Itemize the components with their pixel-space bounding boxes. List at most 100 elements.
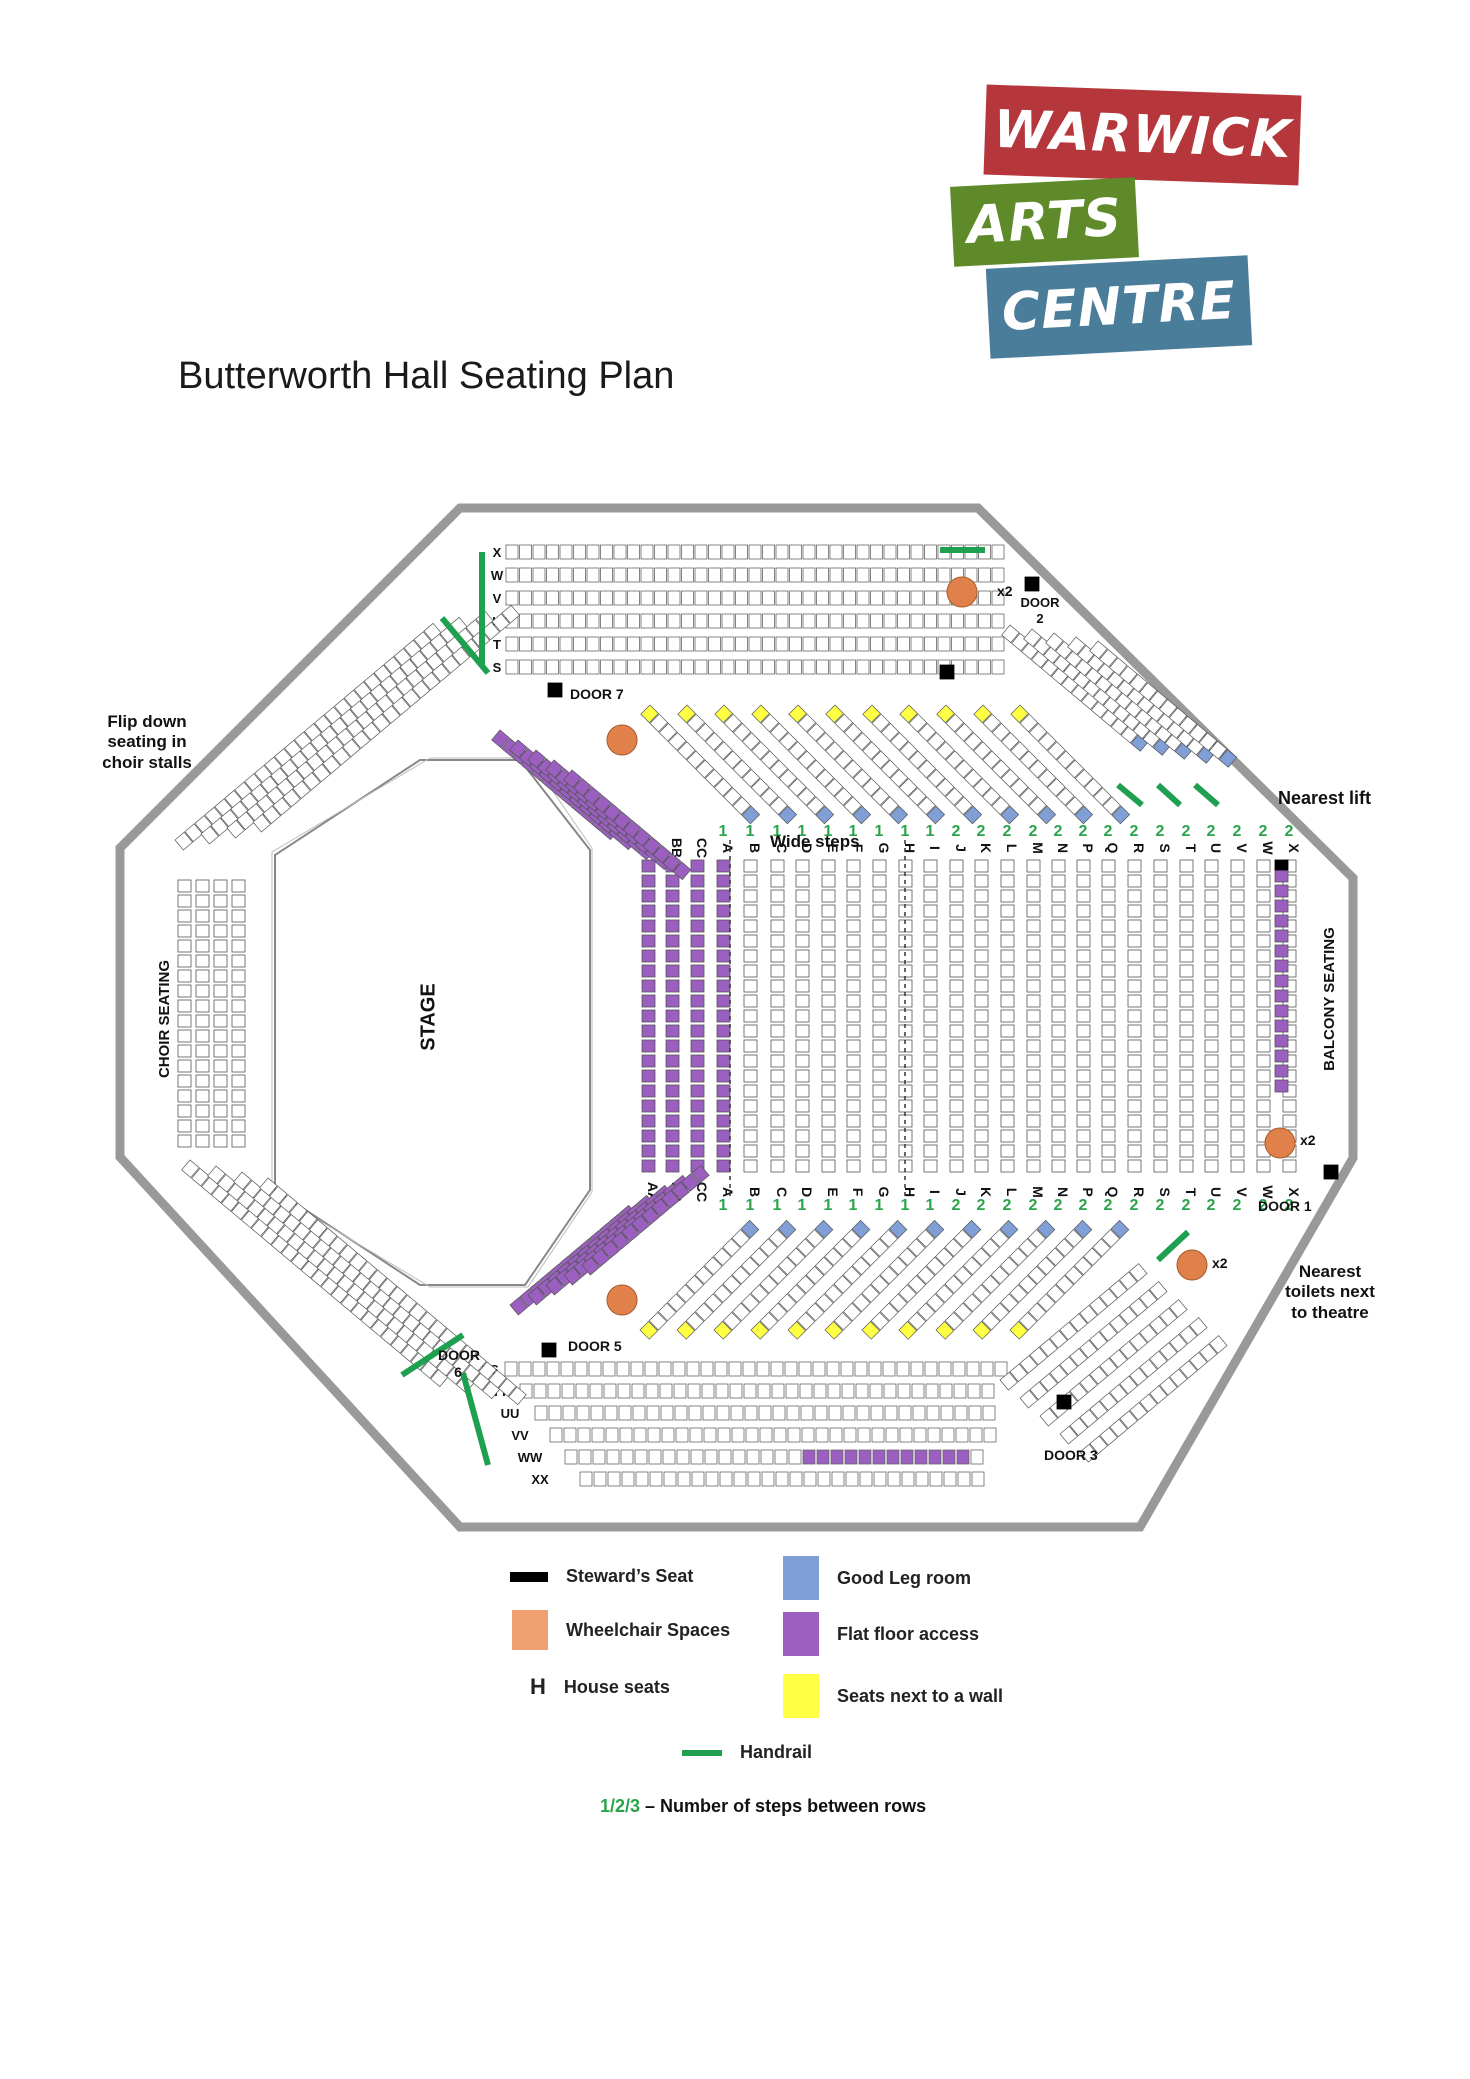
seat (778, 768, 798, 788)
seat (990, 1229, 1010, 1248)
seat (953, 1229, 973, 1248)
seat (532, 659, 546, 675)
lower-wedge (972, 1219, 1093, 1340)
seat (974, 1129, 989, 1143)
seat (1230, 949, 1245, 963)
seat (1274, 944, 1289, 958)
seat (695, 759, 715, 779)
seat (846, 1084, 861, 1098)
seat (1037, 732, 1057, 751)
seat (955, 1427, 969, 1443)
seat (672, 861, 692, 881)
seat (1204, 934, 1219, 948)
seat (747, 1471, 761, 1487)
seat (1282, 1159, 1297, 1173)
seat (816, 659, 829, 675)
seat (788, 741, 807, 760)
seat (949, 889, 964, 903)
seat (748, 659, 762, 675)
seat (897, 659, 910, 675)
seat (723, 713, 743, 733)
seat (957, 1471, 971, 1487)
seat (694, 659, 708, 675)
seat (883, 636, 897, 652)
seat (1026, 1129, 1041, 1143)
door-2-label: DOOR 2 (1020, 595, 1060, 626)
wheelchair-x2-label-lower: x2 (1212, 1255, 1228, 1271)
seat (195, 939, 210, 953)
seat (613, 567, 627, 583)
seat (1198, 732, 1218, 752)
seat (1067, 636, 1086, 656)
seat (586, 636, 600, 652)
seat (787, 1321, 807, 1340)
seat (788, 1449, 802, 1465)
lower-right-diagonal-rows (1019, 1281, 1168, 1409)
seat (1101, 1129, 1116, 1143)
seat (177, 1029, 192, 1043)
seat (1036, 1256, 1056, 1276)
seat (859, 1471, 873, 1487)
seat (978, 590, 991, 606)
step-count-bottom: 2 (977, 1197, 986, 1214)
seat (854, 1361, 868, 1377)
seat (338, 1244, 358, 1264)
seat (869, 1383, 883, 1399)
seat (519, 544, 532, 560)
seat (770, 919, 785, 933)
seat (1092, 1238, 1111, 1257)
seat (1179, 994, 1194, 1008)
seat (846, 979, 861, 993)
seat (708, 659, 721, 675)
seat (1127, 919, 1142, 933)
seat (856, 636, 870, 652)
row-label-x-bottom: X (1286, 1187, 1302, 1197)
seat (1028, 759, 1048, 779)
seat (917, 722, 937, 742)
seat (546, 636, 559, 652)
seat (586, 613, 600, 629)
seat (1000, 859, 1015, 873)
row-label-l: L (1004, 844, 1020, 853)
seat (1256, 1084, 1271, 1098)
seat (770, 934, 785, 948)
seat (665, 1054, 680, 1068)
seat (1102, 796, 1121, 816)
seat (821, 1129, 836, 1143)
seat (887, 1471, 901, 1487)
seat (770, 1099, 785, 1113)
seat (722, 1311, 742, 1331)
seat (702, 1405, 716, 1421)
wheelchair-space (606, 724, 638, 756)
seat (834, 750, 853, 770)
seat (795, 964, 810, 978)
seat (821, 994, 836, 1008)
seat (690, 1449, 704, 1465)
legend-wheelchair: Wheelchair Spaces (512, 1610, 730, 1650)
seat (969, 1427, 983, 1443)
seat (491, 613, 511, 632)
seat (302, 772, 321, 791)
step-count-bottom: 2 (1207, 1197, 1216, 1214)
seat (990, 1302, 1010, 1322)
seat (659, 1383, 673, 1399)
seat (814, 1405, 828, 1421)
seat (716, 1054, 731, 1068)
seat (1076, 1159, 1091, 1173)
step-count: 1 (824, 823, 833, 840)
seat (924, 613, 937, 629)
seat (1101, 889, 1116, 903)
seat (694, 636, 708, 652)
seat (978, 636, 991, 652)
wide-steps-label: Wide steps (770, 832, 860, 851)
seat (1159, 1342, 1178, 1361)
seat (949, 994, 964, 1008)
seat (574, 1361, 588, 1377)
seat (509, 739, 528, 759)
seat (750, 1284, 769, 1303)
seat (778, 805, 798, 825)
seat (231, 909, 246, 923)
seat (231, 1134, 246, 1148)
seat (532, 613, 546, 629)
seat (213, 969, 228, 983)
